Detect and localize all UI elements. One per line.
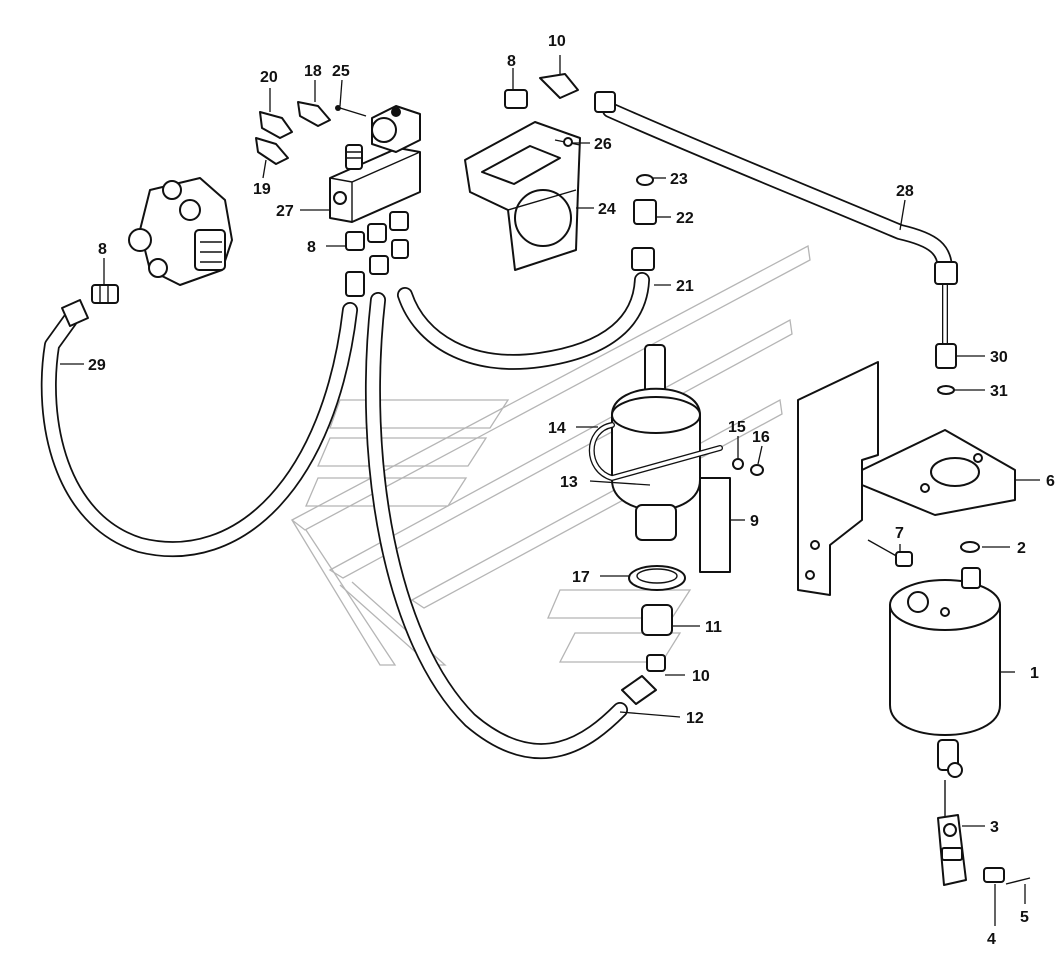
callout-30: 30 (990, 349, 1008, 366)
callout-8-manifold: 8 (307, 239, 316, 256)
washer-bolt (867, 539, 980, 567)
tank-1 (889, 567, 1001, 778)
callout-5: 5 (1020, 909, 1029, 926)
callouts: 1 2 3 4 5 6 7 8 8 8 9 10 10 11 12 13 14 … (88, 33, 1055, 948)
callout-2: 2 (1017, 540, 1026, 557)
filter-assembly (588, 344, 764, 705)
callout-7: 7 (895, 525, 904, 542)
callout-22: 22 (676, 210, 694, 227)
bracket-24 (464, 121, 581, 271)
callout-21: 21 (676, 278, 694, 295)
callout-14: 14 (548, 420, 566, 437)
callout-17: 17 (572, 569, 590, 586)
callout-19: 19 (253, 181, 271, 198)
callout-11: 11 (705, 619, 722, 636)
callout-27: 27 (276, 203, 294, 220)
callout-13: 13 (560, 474, 578, 491)
callout-8-top: 8 (507, 53, 516, 70)
top-fittings (504, 73, 657, 271)
callout-18: 18 (304, 63, 322, 80)
callout-29: 29 (88, 357, 106, 374)
hoses (40, 102, 953, 760)
manifold-block (329, 105, 421, 297)
callout-9: 9 (750, 513, 759, 530)
callout-31: 31 (990, 383, 1008, 400)
callout-8-left: 8 (98, 241, 107, 258)
callout-16: 16 (752, 429, 770, 446)
fitting-8-left (61, 284, 119, 327)
callout-3: 3 (990, 819, 999, 836)
callout-1: 1 (1030, 665, 1039, 682)
sensors (255, 101, 367, 165)
callout-26: 26 (594, 136, 612, 153)
callout-23: 23 (670, 171, 688, 188)
right-fittings (934, 261, 958, 395)
drain-cable (937, 780, 1031, 886)
air-valve (128, 177, 233, 286)
callout-12: 12 (686, 710, 704, 727)
leader-lines (60, 55, 1040, 926)
callout-28: 28 (896, 183, 914, 200)
callout-15: 15 (728, 419, 746, 436)
callout-20: 20 (260, 69, 278, 86)
callout-4: 4 (987, 931, 996, 948)
callout-10-bottom: 10 (692, 668, 710, 685)
tank-bracket (797, 361, 1016, 596)
callout-10-top: 10 (548, 33, 566, 50)
callout-24: 24 (598, 201, 616, 218)
callout-25: 25 (332, 63, 350, 80)
callout-6: 6 (1046, 473, 1055, 490)
